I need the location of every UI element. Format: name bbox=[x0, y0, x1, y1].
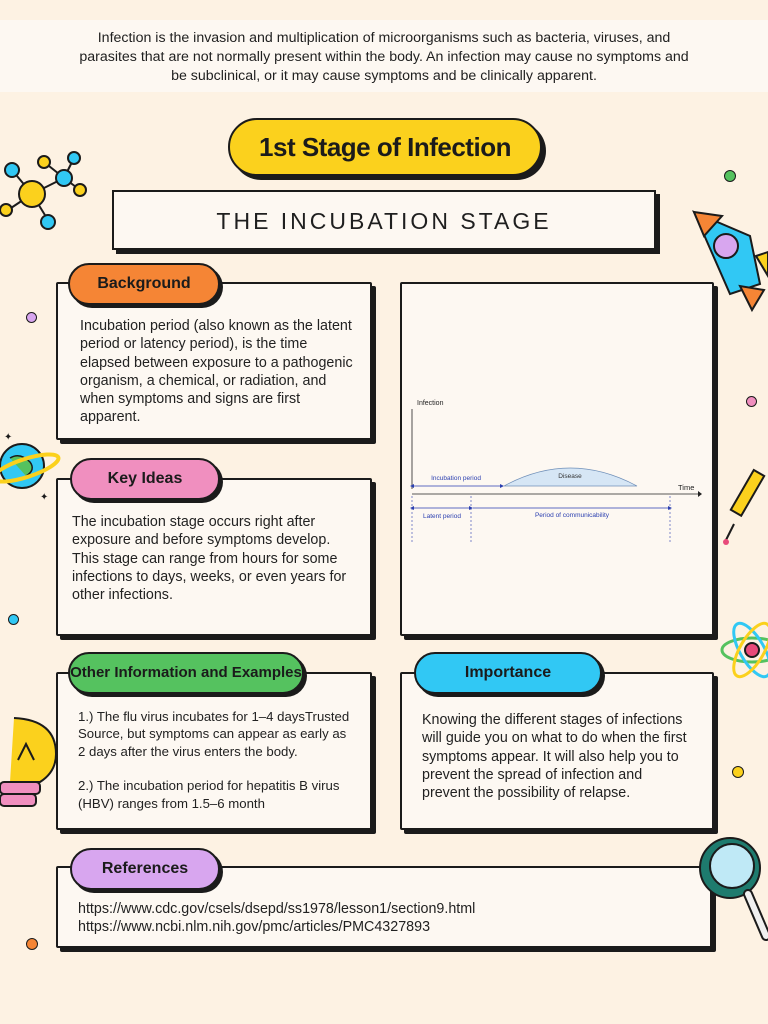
dot-decoration bbox=[746, 396, 757, 407]
rocket-icon bbox=[692, 210, 768, 313]
dot-decoration bbox=[26, 938, 38, 950]
y-axis-label: Infection bbox=[417, 400, 444, 407]
incubation-diagram: Infection Time Disease Incubation period… bbox=[410, 400, 702, 544]
key-ideas-card: The incubation stage occurs right after … bbox=[56, 478, 372, 636]
x-axis-label: Time bbox=[678, 483, 694, 492]
latent-period-label: Latent period bbox=[423, 513, 461, 520]
importance-text: Knowing the different stages of infectio… bbox=[422, 712, 687, 802]
svg-text:✦: ✦ bbox=[40, 492, 48, 502]
svg-text:✦: ✦ bbox=[4, 432, 12, 443]
background-label: Background bbox=[68, 263, 220, 305]
importance-card: Knowing the different stages of infectio… bbox=[400, 672, 714, 830]
dot-decoration bbox=[732, 766, 744, 778]
stage-subtitle: THE INCUBATION STAGE bbox=[112, 190, 656, 250]
reference-link-cdc[interactable]: https://www.cdc.gov/csels/dsepd/ss1978/l… bbox=[78, 901, 476, 917]
dot-decoration bbox=[26, 312, 37, 323]
other-info-card: 1.) The flu virus incubates for 1–4 days… bbox=[56, 672, 372, 830]
background-text: Incubation period (also known as the lat… bbox=[80, 318, 353, 426]
planet-icon: ✦ ✦ bbox=[0, 432, 61, 502]
page-title: 1st Stage of Infection bbox=[228, 118, 542, 176]
communicability-label: Period of communicability bbox=[535, 512, 610, 519]
magnifier-icon bbox=[699, 837, 768, 941]
dot-decoration bbox=[724, 170, 736, 182]
x-axis-arrow bbox=[698, 491, 702, 497]
references-label: References bbox=[70, 848, 220, 890]
key-ideas-text: The incubation stage occurs right after … bbox=[72, 514, 347, 604]
atom-icon bbox=[720, 621, 768, 679]
importance-label: Importance bbox=[414, 652, 602, 694]
key-ideas-label: Key Ideas bbox=[70, 458, 220, 500]
molecule-icon bbox=[0, 151, 87, 230]
example-2-text: 2.) The incubation period for hepatitis … bbox=[78, 778, 340, 811]
incubation-period-label: Incubation period bbox=[431, 475, 481, 482]
reference-link-ncbi[interactable]: https://www.ncbi.nlm.nih.gov/pmc/article… bbox=[78, 919, 431, 935]
dot-decoration bbox=[8, 614, 19, 625]
intro-banner: Infection is the invasion and multiplica… bbox=[0, 20, 768, 92]
example-1-text: 1.) The flu virus incubates for 1–4 days… bbox=[78, 709, 350, 759]
intro-text: Infection is the invasion and multiplica… bbox=[79, 30, 689, 84]
diagram-card: Infection Time Disease Incubation period… bbox=[400, 282, 714, 636]
lightbulb-icon bbox=[0, 717, 58, 807]
background-card: Incubation period (also known as the lat… bbox=[56, 282, 372, 440]
disease-label: Disease bbox=[558, 473, 582, 480]
other-info-label: Other Information and Examples bbox=[68, 652, 304, 694]
syringe-icon bbox=[723, 468, 766, 545]
disease-curve bbox=[503, 467, 638, 487]
